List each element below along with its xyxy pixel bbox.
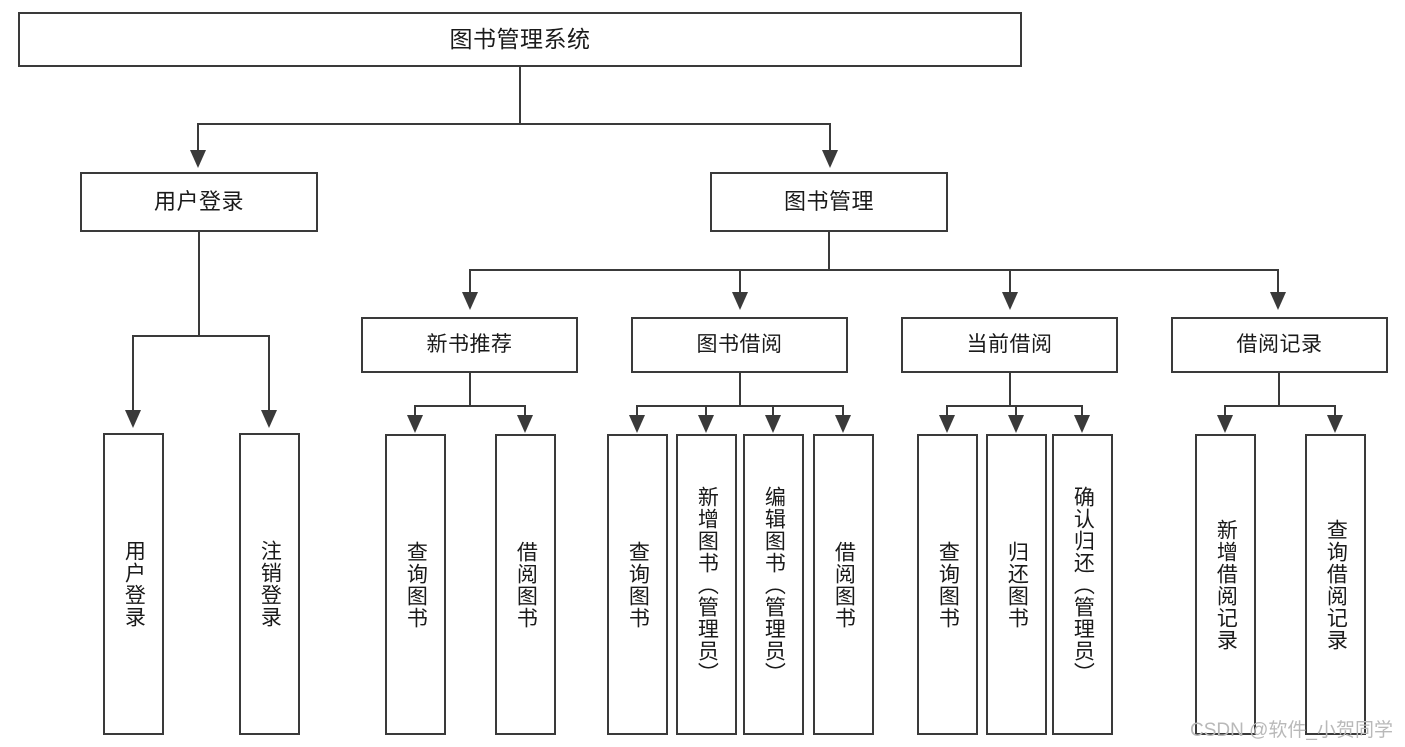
connector-new-book-recommend-leaf-1 <box>414 405 416 417</box>
arrowhead-to-new-book-recommend <box>462 292 478 310</box>
arrowhead-book-borrow-leaf-4 <box>835 415 851 433</box>
node-label: 用户登录 <box>153 188 244 214</box>
connector-book-borrow-stem <box>739 373 741 406</box>
node-label: 图书管理 <box>783 188 874 214</box>
node-label: 归还图书 <box>1005 540 1029 629</box>
arrowhead-user-login-leaf-2 <box>261 410 277 428</box>
leaf-book-borrow-query[interactable]: 查询图书 <box>607 434 668 735</box>
connector-to-new-book-recommend <box>469 269 471 293</box>
connector-book-borrow-leaf-1 <box>636 405 638 417</box>
leaf-current-borrow-return[interactable]: 归还图书 <box>986 434 1047 735</box>
arrowhead-current-borrow-leaf-1 <box>939 415 955 433</box>
connector-to-current-borrow <box>1009 269 1011 293</box>
leaf-borrow-record-add[interactable]: 新增借阅记录 <box>1195 434 1256 735</box>
node-label: 图书借阅 <box>696 332 783 356</box>
leaf-user-login-logout[interactable]: 注销登录 <box>239 433 300 735</box>
connector-borrow-record-leaf-2 <box>1334 405 1336 417</box>
connector-book-manage-stem <box>828 232 830 270</box>
connector-to-borrow-record <box>1277 269 1279 293</box>
connector-book-borrow-leaf-3 <box>772 405 774 417</box>
connector-current-borrow-stem <box>1009 373 1011 406</box>
connector-current-borrow-bus <box>946 405 1083 407</box>
leaf-user-login-login[interactable]: 用户登录 <box>103 433 164 735</box>
node-label: 查询借阅记录 <box>1324 518 1348 651</box>
arrowhead-to-borrow-record <box>1270 292 1286 310</box>
connector-user-login-stem <box>198 232 200 336</box>
connector-borrow-record-stem <box>1278 373 1280 406</box>
watermark-credit: CSDN @软件_小贺同学 <box>1190 720 1393 741</box>
arrowhead-borrow-record-leaf-1 <box>1217 415 1233 433</box>
connector-root-bus <box>197 123 831 125</box>
node-label: 查询图书 <box>404 540 428 629</box>
node-label: 用户登录 <box>122 540 146 628</box>
connector-current-borrow-leaf-2 <box>1015 405 1017 417</box>
arrowhead-current-borrow-leaf-2 <box>1008 415 1024 433</box>
node-label: 确认归还（管理员） <box>1071 485 1095 684</box>
node-new-book-recommend[interactable]: 新书推荐 <box>361 317 578 373</box>
leaf-book-borrow-borrow[interactable]: 借阅图书 <box>813 434 874 735</box>
arrowhead-root-to-user-login <box>190 150 206 168</box>
leaf-current-borrow-confirm-return[interactable]: 确认归还（管理员） <box>1052 434 1113 735</box>
arrowhead-borrow-record-leaf-2 <box>1327 415 1343 433</box>
arrowhead-current-borrow-leaf-3 <box>1074 415 1090 433</box>
connector-book-manage-bus <box>469 269 1279 271</box>
connector-root-to-user-login <box>197 123 199 151</box>
connector-new-book-recommend-leaf-2 <box>524 405 526 417</box>
node-current-borrow[interactable]: 当前借阅 <box>901 317 1118 373</box>
leaf-current-borrow-query[interactable]: 查询图书 <box>917 434 978 735</box>
connector-book-borrow-bus <box>636 405 844 407</box>
arrowhead-user-login-leaf-1 <box>125 410 141 428</box>
arrowhead-book-borrow-leaf-2 <box>698 415 714 433</box>
node-borrow-record[interactable]: 借阅记录 <box>1171 317 1388 373</box>
arrowhead-book-borrow-leaf-1 <box>629 415 645 433</box>
node-label: 借阅记录 <box>1236 332 1323 356</box>
arrowhead-root-to-book-manage <box>822 150 838 168</box>
node-label: 编辑图书（管理员） <box>762 485 786 684</box>
leaf-borrow-record-query[interactable]: 查询借阅记录 <box>1305 434 1366 735</box>
node-label: 借阅图书 <box>514 540 538 629</box>
connector-book-borrow-leaf-2 <box>705 405 707 417</box>
node-label: 图书管理系统 <box>449 25 591 52</box>
node-root-system[interactable]: 图书管理系统 <box>18 12 1022 67</box>
leaf-book-borrow-add[interactable]: 新增图书（管理员） <box>676 434 737 735</box>
connector-user-login-bus <box>132 335 268 337</box>
arrowhead-to-book-borrow <box>732 292 748 310</box>
connector-user-login-leaf-2 <box>268 335 270 412</box>
connector-current-borrow-leaf-1 <box>946 405 948 417</box>
connector-book-borrow-leaf-4 <box>842 405 844 417</box>
connector-borrow-record-bus <box>1224 405 1336 407</box>
leaf-book-borrow-edit[interactable]: 编辑图书（管理员） <box>743 434 804 735</box>
node-label: 新增借阅记录 <box>1214 518 1238 651</box>
node-label: 借阅图书 <box>832 540 856 629</box>
connector-new-book-recommend-stem <box>469 373 471 406</box>
node-label: 注销登录 <box>258 540 282 628</box>
leaf-new-book-recommend-borrow[interactable]: 借阅图书 <box>495 434 556 735</box>
connector-user-login-leaf-1 <box>132 335 134 412</box>
node-user-login[interactable]: 用户登录 <box>80 172 318 232</box>
connector-to-book-borrow <box>739 269 741 293</box>
node-label: 新增图书（管理员） <box>695 485 719 684</box>
node-book-management[interactable]: 图书管理 <box>710 172 948 232</box>
node-label: 查询图书 <box>626 540 650 629</box>
node-book-borrow[interactable]: 图书借阅 <box>631 317 848 373</box>
arrowhead-to-current-borrow <box>1002 292 1018 310</box>
node-label: 新书推荐 <box>426 332 513 356</box>
arrowhead-new-book-recommend-leaf-1 <box>407 415 423 433</box>
connector-borrow-record-leaf-1 <box>1224 405 1226 417</box>
leaf-new-book-recommend-query[interactable]: 查询图书 <box>385 434 446 735</box>
arrowhead-new-book-recommend-leaf-2 <box>517 415 533 433</box>
connector-root-stem <box>519 67 521 124</box>
node-label: 查询图书 <box>936 540 960 629</box>
connector-new-book-recommend-bus <box>414 405 526 407</box>
connector-root-to-book-manage <box>829 123 831 151</box>
connector-current-borrow-leaf-3 <box>1081 405 1083 417</box>
arrowhead-book-borrow-leaf-3 <box>765 415 781 433</box>
node-label: 当前借阅 <box>966 332 1053 356</box>
